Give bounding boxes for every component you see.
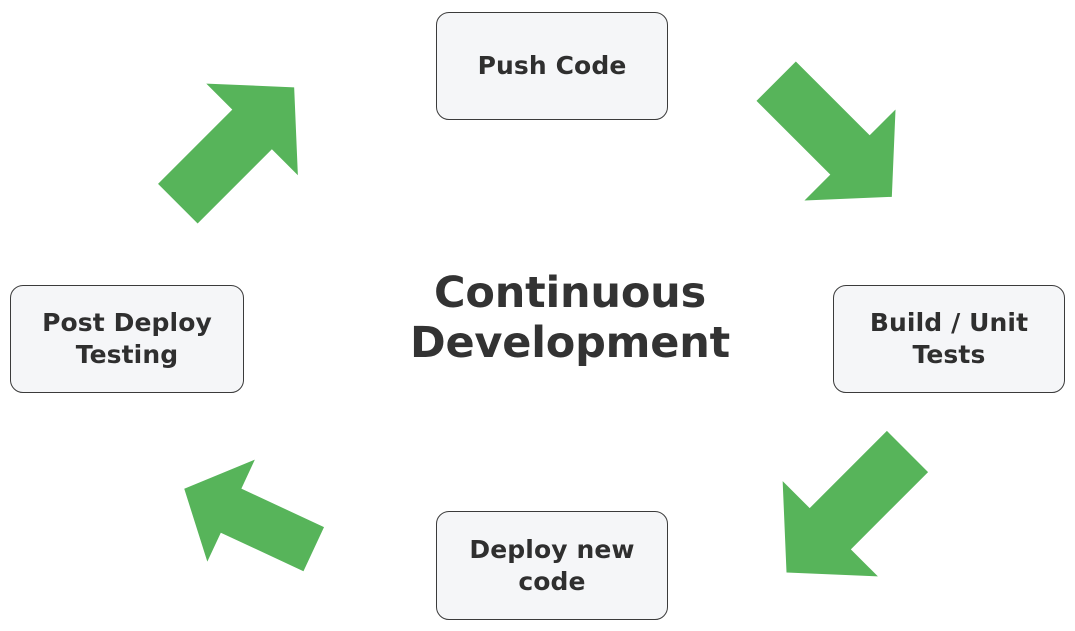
node-build-unit-tests-label: Build / Unit Tests [869,308,1029,369]
node-post-deploy-testing[interactable]: Post Deploy Testing [10,285,244,393]
node-build-unit-tests[interactable]: Build / Unit Tests [833,285,1065,393]
block-arrow-icon-push-to-build [736,52,932,226]
block-arrow-icon-post-to-push [138,58,334,233]
node-deploy-new-code-label: Deploy new code [469,534,635,596]
node-deploy-new-code[interactable]: Deploy new code [436,511,668,620]
node-push-code[interactable]: Push Code [436,12,668,120]
block-arrow-icon-build-to-deploy [751,421,943,603]
diagram-title: Continuous Development [409,268,731,369]
block-arrow-icon-deploy-to-post [144,443,354,595]
node-post-deploy-testing-label: Post Deploy Testing [42,308,212,369]
node-push-code-label: Push Code [477,51,627,80]
